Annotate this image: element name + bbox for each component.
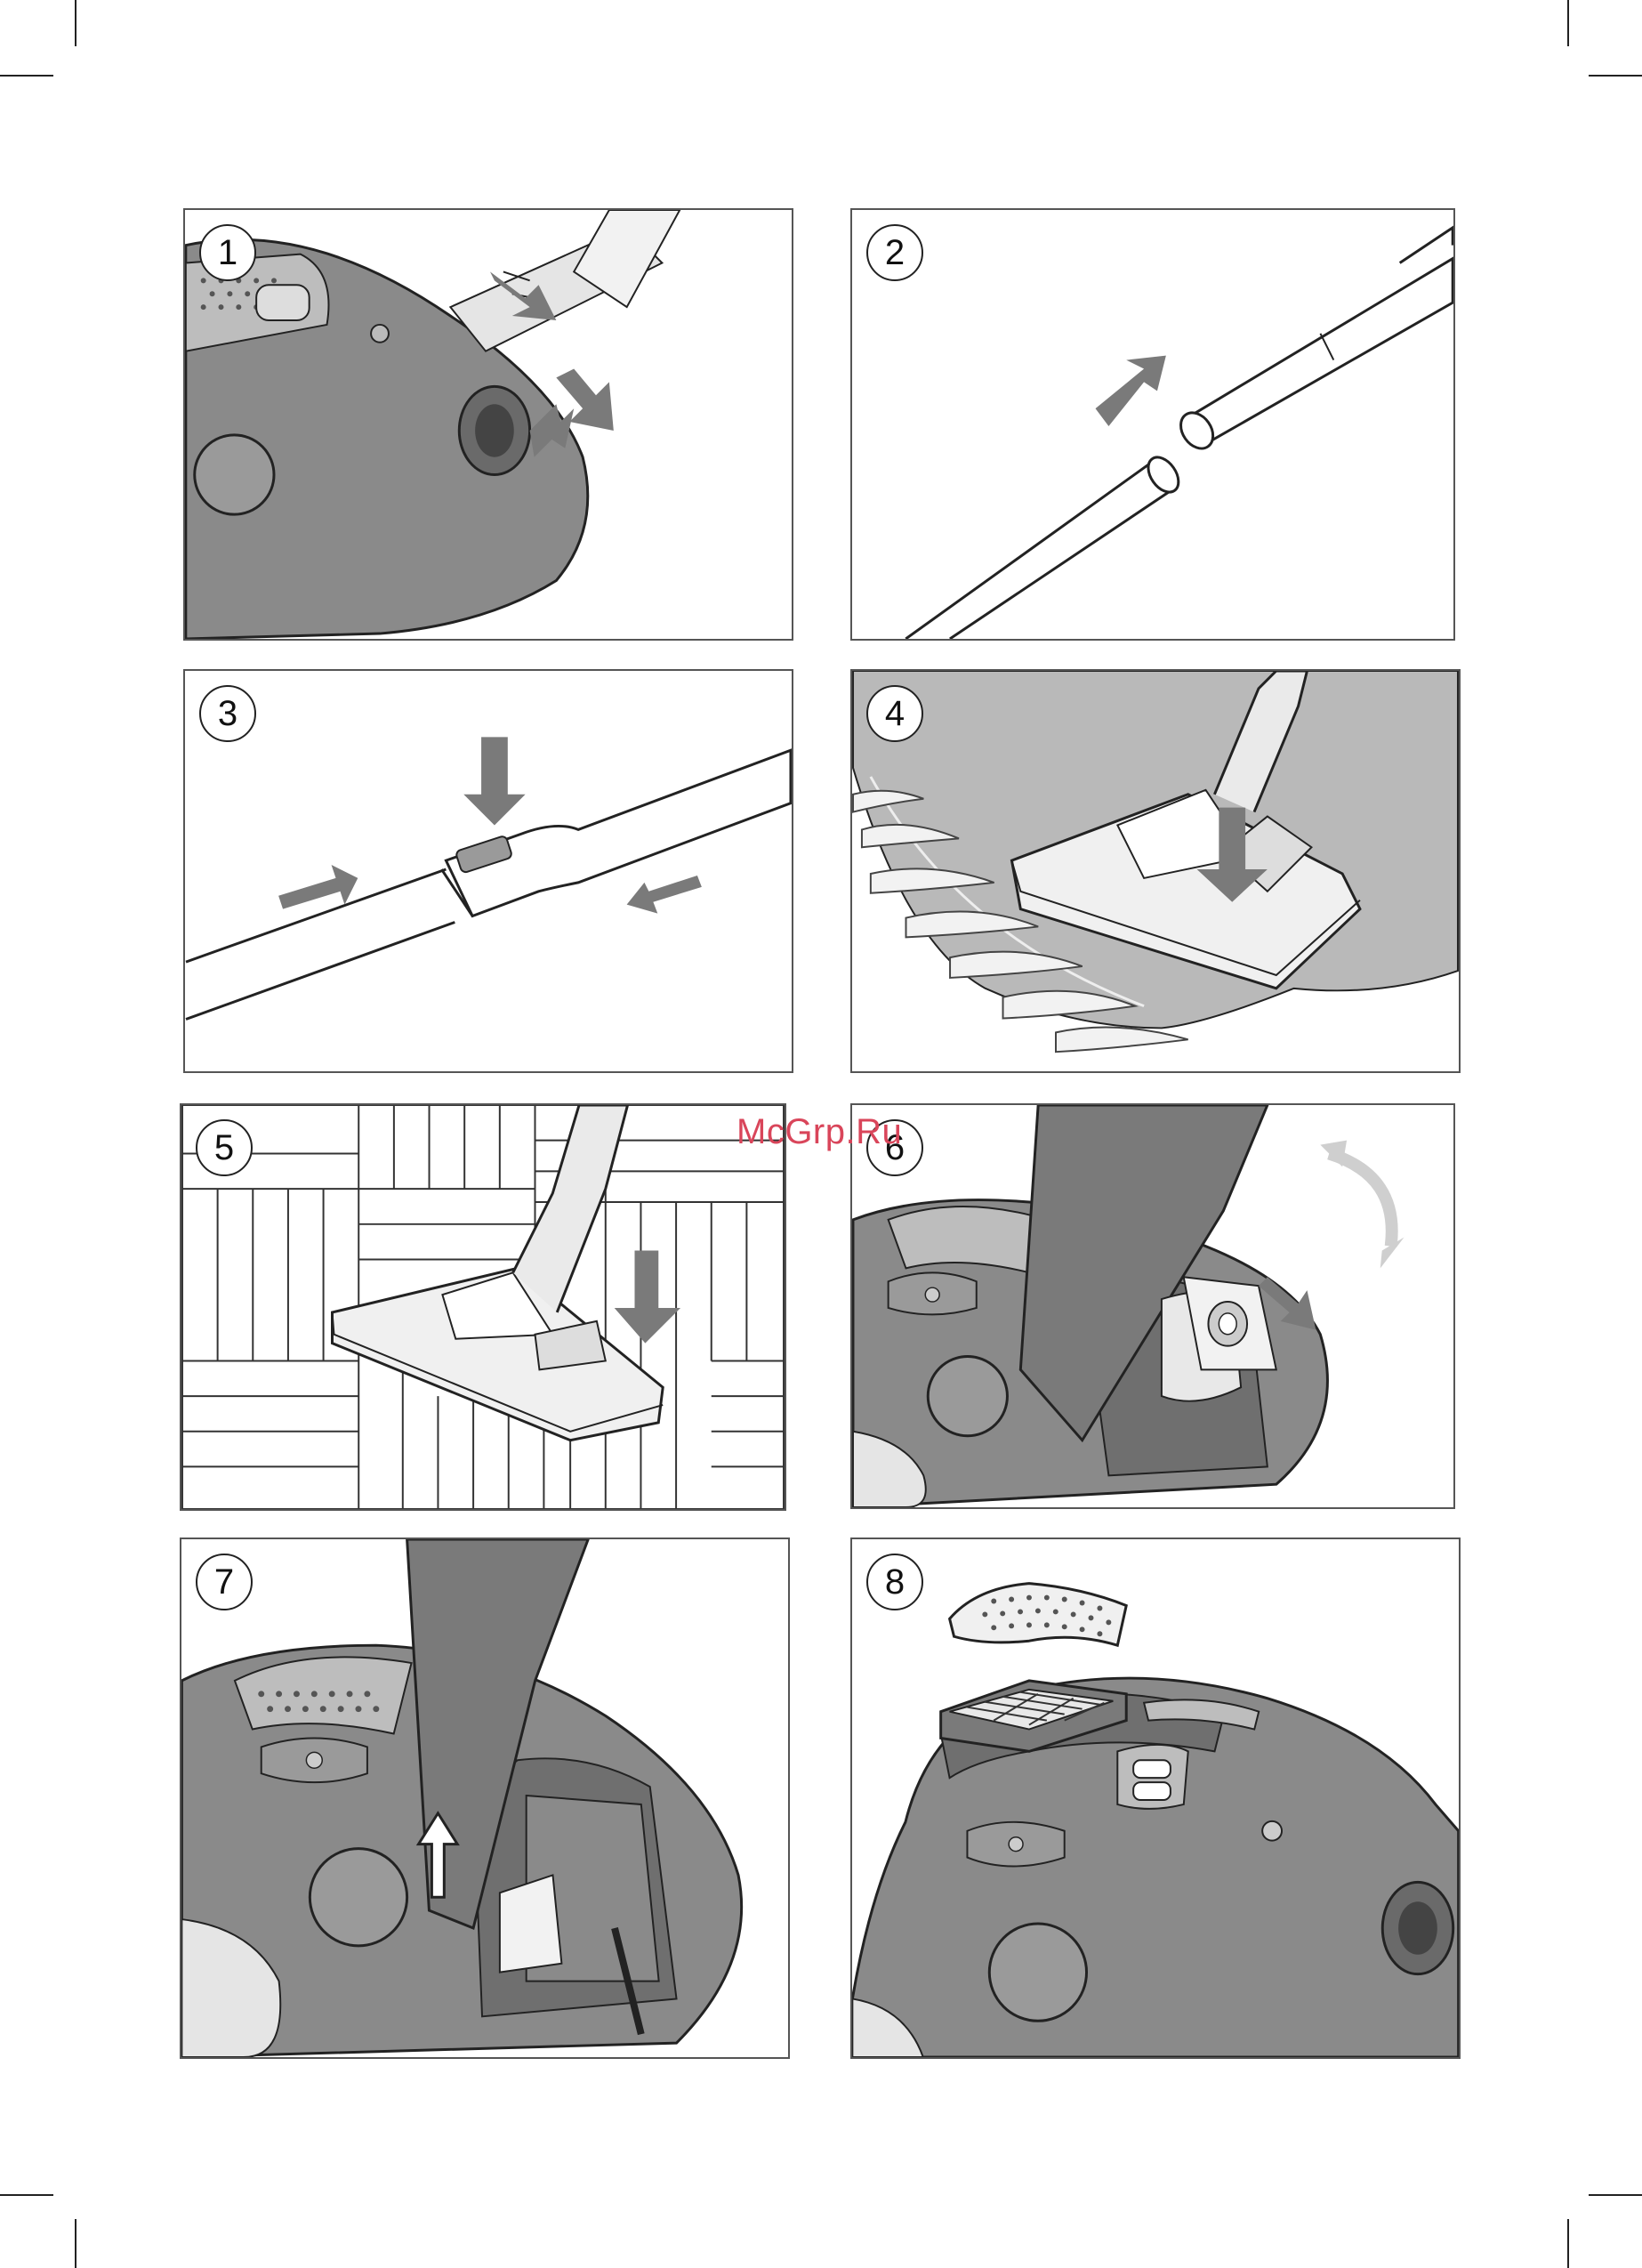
crop-mark <box>1589 75 1642 77</box>
carpet-nozzle-illustration <box>852 671 1459 1071</box>
crop-mark <box>0 75 53 77</box>
tube-connect-illustration <box>852 210 1453 639</box>
panel-6: 6 <box>850 1103 1455 1509</box>
dust-bag-illustration <box>852 1105 1453 1507</box>
panel-8: 8 <box>850 1538 1461 2059</box>
step-number: 4 <box>866 685 923 742</box>
panel-5: 5 <box>180 1103 786 1511</box>
step-number: 5 <box>196 1119 253 1176</box>
panel-7: 7 <box>180 1538 790 2059</box>
crop-mark <box>1567 2219 1569 2268</box>
panel-3: 3 <box>183 669 793 1073</box>
step-number: 3 <box>199 685 256 742</box>
panel-2: 2 <box>850 208 1455 641</box>
hose-connect-illustration <box>185 210 792 639</box>
step-number: 8 <box>866 1554 923 1610</box>
step-number: 2 <box>866 224 923 281</box>
watermark: McGrp.Ru <box>736 1112 902 1152</box>
crop-mark <box>1567 0 1569 46</box>
crop-mark <box>0 2194 53 2196</box>
bag-holder-illustration <box>181 1539 788 2057</box>
panel-4: 4 <box>850 669 1461 1073</box>
panel-1: 1 <box>183 208 793 641</box>
step-number: 1 <box>199 224 256 281</box>
crop-mark <box>1589 2194 1642 2196</box>
filter-replacement-illustration <box>852 1539 1459 2057</box>
step-number: 7 <box>196 1554 253 1610</box>
telescopic-tube-illustration <box>185 671 792 1071</box>
hard-floor-nozzle-illustration <box>181 1105 785 1509</box>
crop-mark <box>75 2219 76 2268</box>
crop-mark <box>75 0 76 46</box>
